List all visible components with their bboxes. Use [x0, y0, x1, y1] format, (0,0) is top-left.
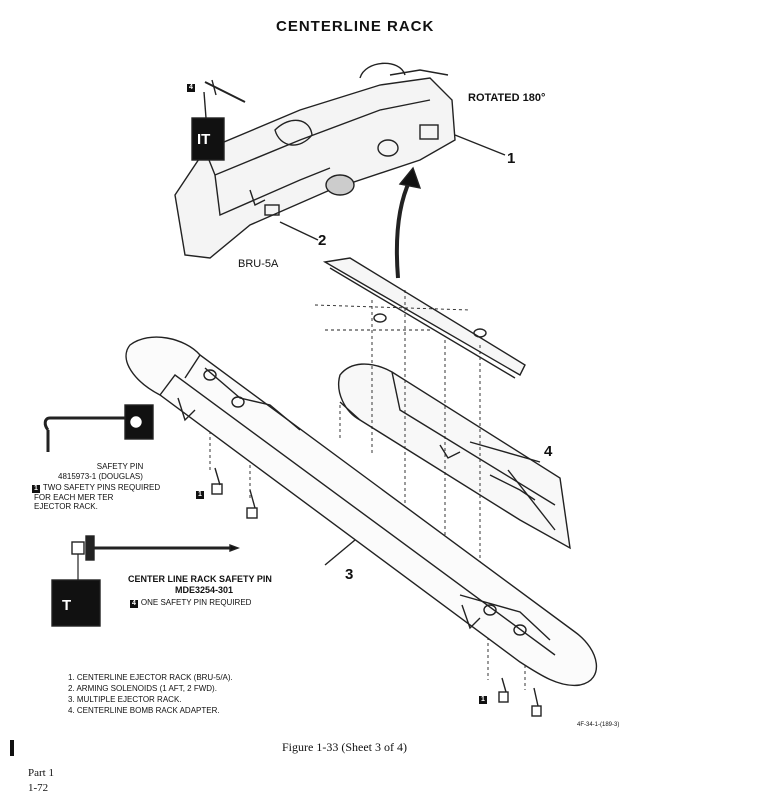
- figure-title: CENTERLINE RACK: [276, 18, 435, 35]
- adapter-upper-plate: [322, 257, 526, 376]
- centerline-pin-part: MDE3254-301: [175, 585, 234, 595]
- safety-pin-title: SAFETY PIN: [96, 462, 144, 471]
- callout-4-leader: [469, 441, 541, 463]
- bru5a-hook-ring: [325, 174, 355, 196]
- rotated-label: ROTATED 180°: [468, 92, 546, 104]
- safety-pin-drawing: [43, 416, 128, 431]
- callout-2: 2: [318, 232, 327, 249]
- figure-caption: Figure 1-33 (Sheet 3 of 4): [282, 740, 407, 754]
- flag-1-right: 1: [479, 696, 487, 704]
- legend-item: 2. ARMING SOLENOIDS (1 AFT, 2 FWD).: [68, 684, 217, 693]
- adapter-lower-body: [338, 363, 571, 550]
- legend-item: 1. CENTERLINE EJECTOR RACK (BRU-5/A).: [68, 673, 233, 682]
- callout-1: 1: [507, 150, 516, 167]
- footer-part: Part 1: [28, 767, 54, 779]
- centerline-pin-title: CENTER LINE RACK SAFETY PIN: [128, 574, 272, 584]
- legend-item: 3. MULTIPLE EJECTOR RACK.: [68, 695, 182, 704]
- legend-item: 4. CENTERLINE BOMB RACK ADAPTER.: [68, 706, 220, 715]
- callout-1-leader: [454, 134, 506, 156]
- callout-4: 4: [544, 443, 553, 460]
- legend-list: 1. CENTERLINE EJECTOR RACK (BRU-5/A). 2.…: [68, 672, 233, 716]
- callout-3-leader: [324, 539, 356, 566]
- flag-1-left: 1: [196, 491, 204, 499]
- flag-4-top: 4: [187, 84, 195, 92]
- pin-warning-tag: [191, 117, 225, 161]
- drawing-code: 4F-34-1-(189-3): [577, 722, 620, 728]
- bru5a-rack-body: [174, 77, 456, 259]
- rotation-arrow: [394, 179, 412, 279]
- callout-2-leader: [279, 221, 319, 241]
- safety-pin-part: 4815973-1 (DOUGLAS): [58, 472, 143, 481]
- tag-glyph-pin: T: [62, 597, 71, 614]
- bru5a-label: BRU-5A: [238, 258, 279, 270]
- tag-glyph-top: IT: [197, 131, 210, 148]
- footer-page: 1-72: [28, 782, 49, 794]
- callout-3: 3: [345, 566, 354, 583]
